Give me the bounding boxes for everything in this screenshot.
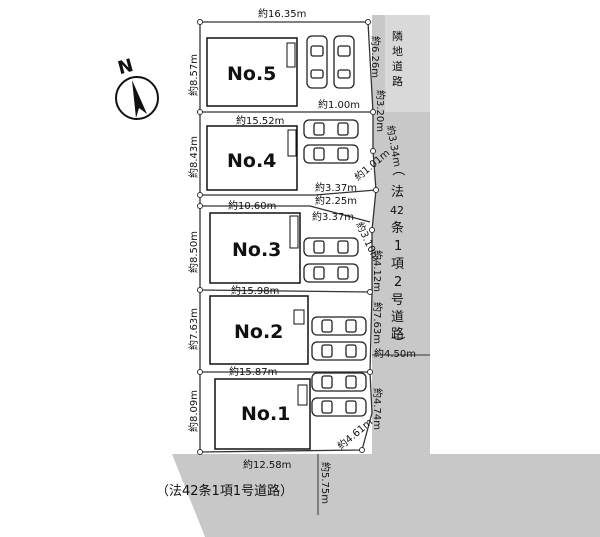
dim-no1-top: 約15.87m (229, 365, 277, 378)
dim-no2-left: 約7.63m (187, 308, 200, 350)
road-label-char: 隣 (392, 29, 403, 43)
car-no4-b (303, 144, 359, 164)
north-road-strip (385, 15, 430, 112)
dim-no4-left: 約8.43m (187, 136, 200, 178)
north-arrow-icon (132, 80, 147, 118)
boundary-points (197, 19, 379, 455)
east-road (372, 15, 430, 537)
road-label-char: （ (390, 163, 405, 176)
car-no5-b (333, 35, 355, 89)
dim-no5-right: 約6.26m (369, 36, 382, 78)
dim-right-450: 約4.50m (374, 347, 416, 360)
lot-no5-label: No.5 (227, 63, 276, 85)
house-details (286, 42, 308, 406)
road-label-char: 路 (391, 326, 404, 342)
dim-right-412: 約4.12m (371, 250, 384, 292)
road-label-char: 条 (391, 220, 404, 236)
dim-bottom-575: 約5.75m (319, 462, 332, 504)
lot-no1-label: No.1 (241, 403, 290, 425)
car-no5-a (306, 35, 328, 89)
house-no1 (214, 378, 311, 450)
road-label-char: 号 (391, 293, 404, 308)
dim-no4-top: 約15.52m (236, 114, 284, 127)
road-label-char: ） (390, 336, 405, 349)
north-label: N (116, 55, 136, 79)
dim-no5-left: 約8.57m (187, 54, 200, 96)
road-label-char: 項 (391, 257, 404, 272)
road-label-char: 2 (394, 275, 402, 290)
dim-seg-337b: 約3.37m (312, 210, 354, 223)
house-no4 (206, 125, 298, 191)
lot-no3-label: No.3 (232, 239, 281, 261)
dim-no3-left: 約8.50m (187, 231, 200, 273)
car-no1-a (311, 372, 367, 392)
car-no1-b (311, 397, 367, 417)
house-no5 (206, 37, 298, 107)
dim-no2-top: 約15.98m (231, 284, 279, 297)
road-label-char: 道 (392, 59, 403, 73)
dim-seg-225: 約2.25m (315, 194, 357, 207)
north-road-label: 隣 地 道 路 (392, 29, 403, 88)
cars (303, 35, 367, 417)
road-label-char: 道 (391, 310, 404, 325)
south-road-label: （法42条1項1号道路） (156, 483, 293, 499)
car-no2-b (311, 341, 367, 361)
road-label-char: 地 (392, 45, 403, 58)
dim-bottom-1258: 約12.58m (243, 458, 291, 471)
house-no3 (209, 212, 301, 284)
dim-seg-337a: 約3.37m (315, 181, 357, 194)
dim-right-474: 約4.74m (371, 388, 384, 430)
dim-right-320: 約3.20m (374, 90, 387, 132)
houses (206, 37, 311, 450)
road-label-char: 42 (390, 204, 404, 217)
dim-step-100: 約1.00m (318, 98, 360, 111)
road-label-char: 1 (394, 239, 402, 254)
road-label-char: 路 (392, 75, 403, 88)
car-no4-a (303, 119, 359, 139)
north-compass: N (115, 55, 159, 120)
dim-top: 約16.35m (258, 7, 306, 20)
dim-no3-top: 約10.60m (228, 199, 276, 212)
house-no2 (209, 295, 309, 365)
car-no3-a (303, 237, 359, 257)
road-label-char: 法 (391, 185, 404, 200)
dim-no1-left: 約8.09m (187, 390, 200, 432)
car-no2-a (311, 316, 367, 336)
east-road-label: （ 法 42 条 1 項 2 号 道 路 ） (390, 163, 405, 349)
dim-right-763: 約7.63m (371, 302, 384, 344)
south-road (172, 454, 600, 537)
lot-no2-label: No.2 (234, 321, 283, 343)
lot-dividers (199, 111, 377, 373)
lot-no4-label: No.4 (227, 150, 276, 172)
car-no3-b (303, 263, 359, 283)
